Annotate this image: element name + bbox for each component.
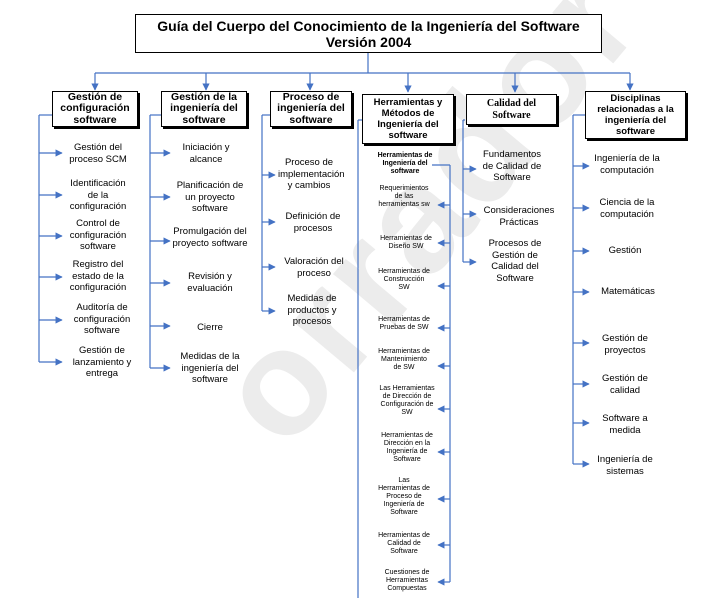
item-ciencia-computacion: Ciencia de la computación [599, 197, 655, 220]
diagram-title: Guía del Cuerpo del Conocimiento de la I… [157, 17, 580, 34]
item-ingenieria-computacion: Ingeniería de la computación [594, 153, 660, 176]
item-iniciacion-alcance: Iniciación y alcance [182, 142, 230, 165]
item-software-medida: Software a medida [602, 413, 648, 436]
item-gestion-lanzamiento: Gestión de lanzamiento y entrega [72, 345, 132, 379]
item-cuestiones-herramientas: Cuestiones de Herramientas Compuestas [384, 569, 430, 592]
item-promulgacion-proyecto: Promulgación del proyecto software [172, 226, 248, 249]
diagram-title-box: Guía del Cuerpo del Conocimiento de la I… [135, 14, 602, 53]
item-procesos-gestion-calidad: Procesos de Gestión de Calidad del Softw… [488, 238, 542, 284]
item-definicion-procesos: Definición de procesos [285, 211, 341, 234]
area-header-gestion: Gestión de la ingeniería del software [161, 91, 247, 127]
item-herramientas-construccion: Herramientas de Construcción SW [378, 268, 430, 291]
item-proceso-implementacion: Proceso de implementación y cambios [278, 157, 345, 191]
item-herramientas-mantenimiento: Herramientas de Mantenimiento de SW [378, 348, 430, 371]
item-herramientas-ingenieria: Herramientas de Ingeniería del software [377, 152, 433, 175]
item-revision-evaluacion: Revisión y evaluación [187, 271, 233, 294]
item-herramientas-proceso: Las Herramientas de Proceso de Ingenierí… [378, 477, 430, 516]
item-fundamentos-calidad: Fundamentos de Calidad de Software [482, 149, 542, 183]
item-gestion-calidad: Gestión de calidad [602, 373, 648, 396]
item-matematicas: Matemáticas [601, 286, 655, 297]
item-herramientas-pruebas: Herramientas de Pruebas de SW [378, 316, 430, 331]
area-header-calidad: Calidad del Software [466, 94, 557, 125]
item-medidas-productos: Medidas de productos y procesos [287, 293, 337, 327]
item-planificacion-proyecto: Planificación de un proyecto software [176, 180, 244, 214]
item-identificacion-configuracion: Identificación de la configuración [69, 178, 127, 212]
area-header-herramientas: Herramientas y Métodos de Ingeniería del… [362, 94, 454, 144]
item-gestion: Gestión [608, 245, 642, 256]
item-control-configuracion: Control de configuración software [69, 218, 127, 252]
item-ingenieria-sistemas: Ingeniería de sistemas [597, 454, 653, 477]
item-auditoria-configuracion: Auditoría de configuración software [73, 302, 131, 336]
item-medidas-ingenieria: Medidas de la ingeniería del software [180, 351, 240, 385]
item-valoracion-proceso: Valoración del proceso [284, 256, 344, 279]
item-gestion-proceso-scm: Gestión del proceso SCM [69, 142, 127, 165]
item-cierre: Cierre [197, 322, 223, 333]
area-header-disciplinas: Disciplinas relacionadas a la ingeniería… [585, 91, 686, 139]
area-header-proceso: Proceso de ingeniería del software [270, 91, 352, 127]
item-herramientas-calidad: Herramientas de Calidad de Software [378, 532, 430, 555]
item-herramientas-direccion: Herramientas de Dirección en la Ingenier… [381, 432, 433, 463]
area-header-configuracion: Gestión de configuración software [52, 91, 138, 127]
item-herramientas-diseno: Herramientas de Diseño SW [380, 235, 432, 250]
item-registro-estado: Registro del estado de la configuración [69, 259, 127, 293]
item-gestion-proyectos: Gestión de proyectos [602, 333, 648, 356]
item-requerimientos-herramientas: Requerimientos de las herramientas sw [378, 185, 430, 208]
item-herramientas-configuracion: Las Herramientas de Dirección de Configu… [379, 385, 435, 416]
diagram-subtitle: Versión 2004 [325, 33, 412, 50]
item-consideraciones-practicas: Consideraciones Prácticas [483, 205, 555, 228]
